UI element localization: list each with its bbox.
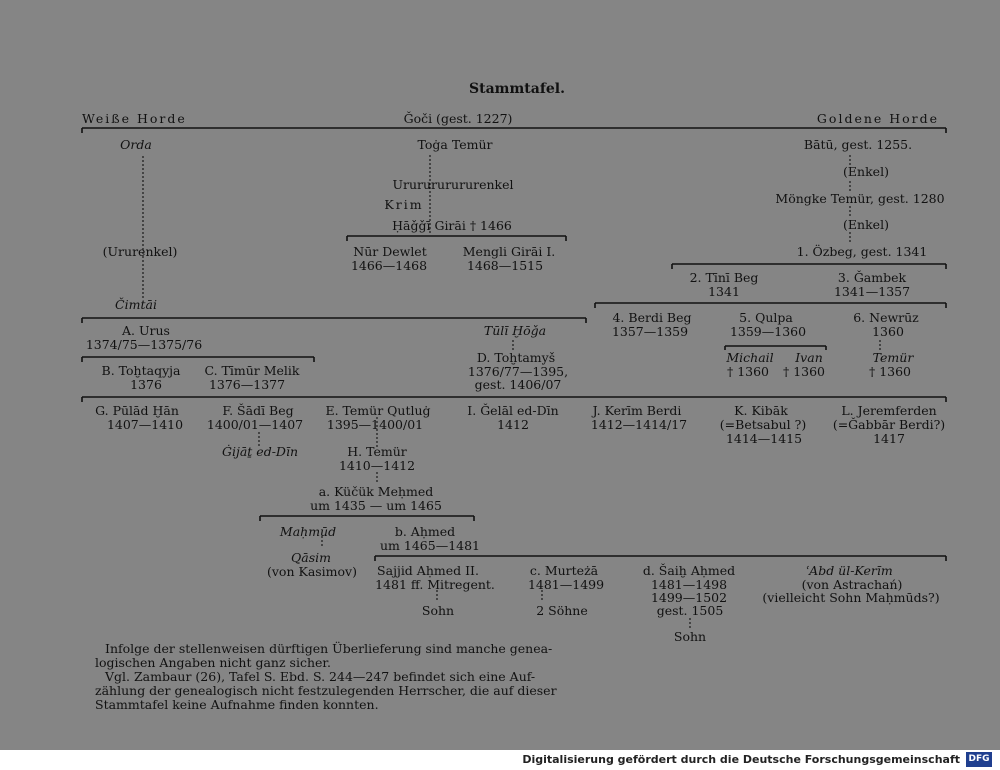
node-kerim-dates: 1412—1414/17 xyxy=(590,417,688,432)
node-michail: Michail xyxy=(726,350,774,365)
weisse-horde-label: Weiße Horde xyxy=(82,111,187,126)
node-sohne-murteza: 2 Söhne xyxy=(536,603,588,618)
node-qasim-place: (von Kasimov) xyxy=(266,564,358,579)
goci-label: Ǧoči (gest. 1227) xyxy=(403,111,513,126)
node-sadi-dates: 1400/01—1407 xyxy=(206,417,304,432)
node-abd-ul-kerim-note: (vielleicht Sohn Maḥmūds?) xyxy=(762,590,940,605)
node-saih: d. Šaiḫ Aḥmed xyxy=(642,563,736,578)
node-michail-death: † 1360 xyxy=(726,364,770,379)
node-gelal-dates: 1412 xyxy=(497,417,529,432)
node-murteza: c. Murteżā xyxy=(529,563,599,578)
node-sajjid: Sajjid Aḥmed II. xyxy=(377,563,479,578)
note-line-5: Stammtafel keine Aufnahme finden konnten… xyxy=(95,697,379,712)
node-tohtamys: D. Toḫtamyš xyxy=(476,350,556,365)
node-nur-dewlet: Nūr Dewlet xyxy=(353,244,427,259)
node-qutlug: E. Temür Qutluġ xyxy=(325,403,431,418)
node-ozbeg: 1. Özbeg, gest. 1341 xyxy=(796,244,928,259)
node-haggi: Ḥāǧǧī Girāi † 1466 xyxy=(392,218,512,233)
node-urus: A. Urus xyxy=(122,323,170,338)
page-title: Stammtafel. xyxy=(469,81,565,97)
node-timur-melik: C. Tīmūr Melik xyxy=(204,363,300,378)
node-jeremferden: L. Jeremferden xyxy=(841,403,937,418)
label-ururenkel: (Ururenkel) xyxy=(102,244,178,259)
node-gambek-dates: 1341—1357 xyxy=(833,284,911,299)
label-enkel-1: (Enkel) xyxy=(843,164,889,179)
node-qutlug-dates: 1395—1400/01 xyxy=(326,417,424,432)
node-kibak-dates: 1414—1415 xyxy=(725,431,803,446)
node-gambek: 3. Ǧambek xyxy=(837,270,907,285)
node-berdi-beg-dates: 1357—1359 xyxy=(611,324,689,339)
node-kibak-alias: (=Betsabul ?) xyxy=(719,417,807,432)
label-ururenkel-long: Ururururururenkel xyxy=(392,177,514,192)
node-sohn-sajjid: Sohn xyxy=(421,603,455,618)
note-line-1: Infolge der stellenweisen dürftigen Über… xyxy=(105,641,553,656)
node-saih-dates-1: 1481—1498 xyxy=(650,577,728,592)
node-pulad: G. Pūlād Ḫān xyxy=(95,403,179,418)
node-sadi: F. Šādī Beg xyxy=(222,403,294,418)
node-nur-dewlet-dates: 1466—1468 xyxy=(350,258,428,273)
goldene-horde-label: Goldene Horde xyxy=(816,111,940,126)
node-newruz: 6. Newrūz xyxy=(853,310,919,325)
note-line-2: logischen Angaben nicht ganz sicher. xyxy=(95,655,331,670)
genealogy-connectors xyxy=(81,127,947,630)
node-sohn-saih: Sohn xyxy=(673,629,707,644)
node-ivan-death: † 1360 xyxy=(782,364,826,379)
node-newruz-dates: 1360 xyxy=(872,324,904,339)
label-enkel-2: (Enkel) xyxy=(843,217,889,232)
node-tuli: Tūlī Ḫōǧa xyxy=(483,323,547,338)
node-kerim: J. Kerīm Berdi xyxy=(592,403,682,418)
node-abd-ul-kerim: ʿAbd ül-Kerīm xyxy=(805,563,893,578)
node-berdi-beg: 4. Berdi Beg xyxy=(612,310,692,325)
node-tohtaqyja: B. Toḫtaqyja xyxy=(101,363,181,378)
footer-credit: Digitalisierung gefördert durch die Deut… xyxy=(522,753,960,766)
node-tini-dates: 1341 xyxy=(708,284,740,299)
node-qulpa: 5. Qulpa xyxy=(739,310,793,325)
node-cimtai: Čimtāi xyxy=(115,297,157,312)
node-kucuk: a. Küčük Meḥmed xyxy=(318,484,434,499)
node-temur-ital: Temür xyxy=(872,350,914,365)
node-h-temur-dates: 1410—1412 xyxy=(338,458,416,473)
node-temur-death: † 1360 xyxy=(868,364,912,379)
node-orda: Orda xyxy=(120,137,152,152)
node-batu: Bātū, gest. 1255. xyxy=(803,137,913,152)
node-mengli-dates: 1468—1515 xyxy=(466,258,544,273)
node-ivan: Ivan xyxy=(795,350,823,365)
node-gelal: I. Ǧelāl ed-Dīn xyxy=(467,403,559,418)
node-qasim: Qāsim xyxy=(291,550,331,565)
node-moengke: Möngke Temür, gest. 1280 xyxy=(775,191,945,206)
node-sajjid-dates: 1481 ff. Mitregent. xyxy=(375,577,495,592)
node-tohtamys-dates: 1376/77—1395, xyxy=(467,364,569,379)
node-murteza-dates: 1481—1499 xyxy=(527,577,605,592)
node-timur-melik-dates: 1376—1377 xyxy=(208,377,286,392)
node-tini: 2. Tīnī Beg xyxy=(689,270,759,285)
node-jeremferden-alias: (=Ǧabbār Berdi?) xyxy=(832,417,946,432)
node-qulpa-dates: 1359—1360 xyxy=(729,324,807,339)
note-line-3: Vgl. Zambaur (26), Tafel S. Ebd. S. 244—… xyxy=(105,669,536,684)
node-saih-dates-2: 1499—1502 xyxy=(650,590,728,605)
label-krim: Krim xyxy=(384,197,424,212)
node-mahmud: Maḥmūd xyxy=(279,524,337,539)
node-pulad-dates: 1407—1410 xyxy=(106,417,184,432)
footer-bar: Digitalisierung gefördert durch die Deut… xyxy=(0,750,1000,770)
node-ahmed: b. Aḥmed xyxy=(394,524,456,539)
node-tohtaqyja-dates: 1376 xyxy=(130,377,162,392)
node-toga: Toġa Temür xyxy=(417,137,493,152)
note-line-4: zählung der genealogisch nicht festzuleg… xyxy=(95,683,557,698)
node-saih-death: gest. 1505 xyxy=(656,603,724,618)
node-jeremferden-dates: 1417 xyxy=(873,431,905,446)
node-mengli: Mengli Girāi I. xyxy=(462,244,556,259)
node-ahmed-dates: um 1465—1481 xyxy=(380,538,480,553)
node-tohtamys-death: gest. 1406/07 xyxy=(474,377,562,392)
node-abd-ul-kerim-place: (von Astrachań) xyxy=(801,577,903,592)
node-kibak: K. Kibāk xyxy=(734,403,788,418)
dfg-logo-icon: DFG xyxy=(966,752,992,767)
node-gijas: Ġijāṯ ed-Dīn xyxy=(221,444,299,459)
node-urus-dates: 1374/75—1375/76 xyxy=(85,337,203,352)
node-kucuk-dates: um 1435 — um 1465 xyxy=(310,498,442,513)
node-h-temur: H. Temür xyxy=(347,444,407,459)
